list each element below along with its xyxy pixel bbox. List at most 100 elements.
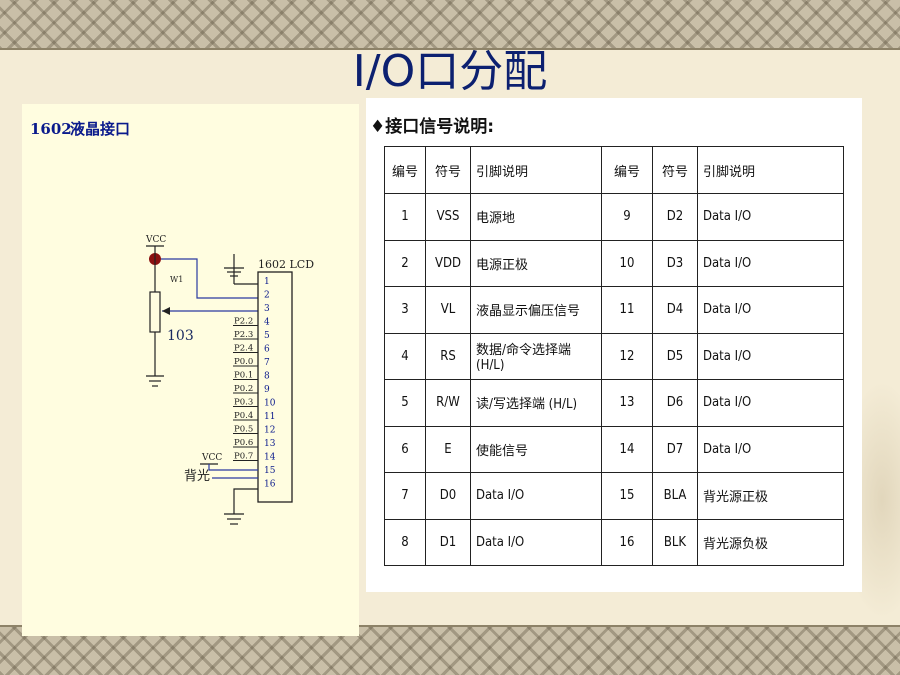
net-label: P0.5 <box>234 425 253 435</box>
cell-pin-number: 13 <box>601 379 653 427</box>
cell-pin-number: 6 <box>384 425 426 473</box>
pot-value: 103 <box>167 328 194 344</box>
backlight-vcc-wire <box>208 464 258 471</box>
header-pin-number-2: 编号 <box>601 146 653 194</box>
cell-description: 背光源负极 <box>697 518 844 566</box>
cell-symbol: BLK <box>652 518 698 566</box>
cell-description: Data I/O <box>697 239 844 287</box>
cell-pin-number: 3 <box>384 286 426 334</box>
lcd-pin-number: 13 <box>264 439 276 449</box>
schematic-heading-text: 液晶接口 <box>70 120 130 138</box>
cell-pin-number: 7 <box>384 472 426 520</box>
net-label: P0.0 <box>234 357 253 367</box>
cell-description: 背光源正极 <box>697 472 844 520</box>
vcc-label: VCC <box>145 235 166 245</box>
net-label: P2.2 <box>234 317 253 327</box>
cell-symbol: D1 <box>425 518 471 566</box>
cell-symbol: R/W <box>425 379 471 427</box>
cell-symbol: E <box>425 425 471 473</box>
cell-pin-number: 5 <box>384 379 426 427</box>
lcd-pin-number: 9 <box>264 385 270 395</box>
pot-label: W1 <box>170 275 183 284</box>
lcd-pin-number: 5 <box>264 331 270 341</box>
cell-description: Data I/O <box>697 193 844 241</box>
blk-wire <box>233 488 258 514</box>
cell-description: Data I/O <box>697 425 844 473</box>
slide-title: I/O口分配 <box>352 46 548 97</box>
cell-symbol: RS <box>425 332 471 380</box>
lcd-pin-number: 10 <box>264 399 276 409</box>
lcd-pin-number: 15 <box>264 466 276 476</box>
net-label: P0.7 <box>234 452 253 462</box>
vdd-wire <box>161 258 258 299</box>
header-symbol: 符号 <box>425 146 471 194</box>
lcd-pin-number: 16 <box>264 480 276 490</box>
cell-description: Data I/O <box>470 472 602 520</box>
cell-pin-number: 12 <box>601 332 653 380</box>
lcd-pin-number: 7 <box>264 358 270 368</box>
lcd-module-label: 1602 LCD <box>258 258 314 271</box>
cell-description: Data I/O <box>697 332 844 380</box>
lcd-pin-number: 3 <box>264 304 270 314</box>
cell-description: 数据/命令选择端 (H/L) <box>470 332 602 380</box>
pin-table-heading: ♦接口信号说明: <box>370 117 495 137</box>
wiper-arrow <box>162 307 170 315</box>
cell-description: 读/写选择端 (H/L) <box>470 379 602 427</box>
cell-pin-number: 16 <box>601 518 653 566</box>
cell-description: 电源正极 <box>470 239 602 287</box>
cell-description: 液晶显示偏压信号 <box>470 286 602 334</box>
lcd-schematic-diagram: 1602 液晶接口 VCC W1 103 1602 LCD 12 3 4 5 6 7 8 9 1… <box>30 120 314 525</box>
cell-symbol: D2 <box>652 193 698 241</box>
lcd-pin-number: 4 <box>264 318 270 328</box>
lcd-module-body <box>257 271 293 503</box>
potentiometer-body <box>149 291 161 333</box>
header-symbol-2: 符号 <box>652 146 698 194</box>
cell-symbol: D3 <box>652 239 698 287</box>
cell-symbol: D0 <box>425 472 471 520</box>
cell-pin-number: 14 <box>601 425 653 473</box>
lcd-pin-number: 8 <box>264 372 270 382</box>
cell-description: 电源地 <box>470 193 602 241</box>
net-label: P0.1 <box>234 371 253 381</box>
net-label: P2.4 <box>234 344 253 354</box>
backlight-vcc-label: VCC <box>201 453 222 463</box>
header-description-2: 引脚说明 <box>697 146 844 194</box>
net-label: P2.3 <box>234 330 253 340</box>
lcd-pin-number: 14 <box>264 453 276 463</box>
lcd-pin-number: 11 <box>264 412 275 422</box>
lcd-pin-number: 1 <box>264 277 270 287</box>
net-label: P0.6 <box>234 438 253 448</box>
cell-symbol: VSS <box>425 193 471 241</box>
cell-pin-number: 10 <box>601 239 653 287</box>
backlight-label: 背光 <box>184 469 210 484</box>
cell-symbol: VL <box>425 286 471 334</box>
cell-symbol: BLA <box>652 472 698 520</box>
lcd-pin-number: 12 <box>264 426 275 436</box>
cell-symbol: D4 <box>652 286 698 334</box>
cell-description: Data I/O <box>470 518 602 566</box>
cell-symbol: D6 <box>652 379 698 427</box>
net-label: P0.4 <box>234 411 253 421</box>
cell-symbol: D7 <box>652 425 698 473</box>
lcd-pin-number: 6 <box>264 345 270 355</box>
net-label: P0.3 <box>234 398 253 408</box>
cell-pin-number: 8 <box>384 518 426 566</box>
schematic-heading-number: 1602 <box>30 120 72 138</box>
cell-description: 使能信号 <box>470 425 602 473</box>
cell-description: Data I/O <box>697 379 844 427</box>
header-pin-number: 编号 <box>384 146 426 194</box>
cell-symbol: D5 <box>652 332 698 380</box>
table-header-row: 编号 符号 引脚说明 编号 符号 引脚说明 <box>384 146 844 194</box>
